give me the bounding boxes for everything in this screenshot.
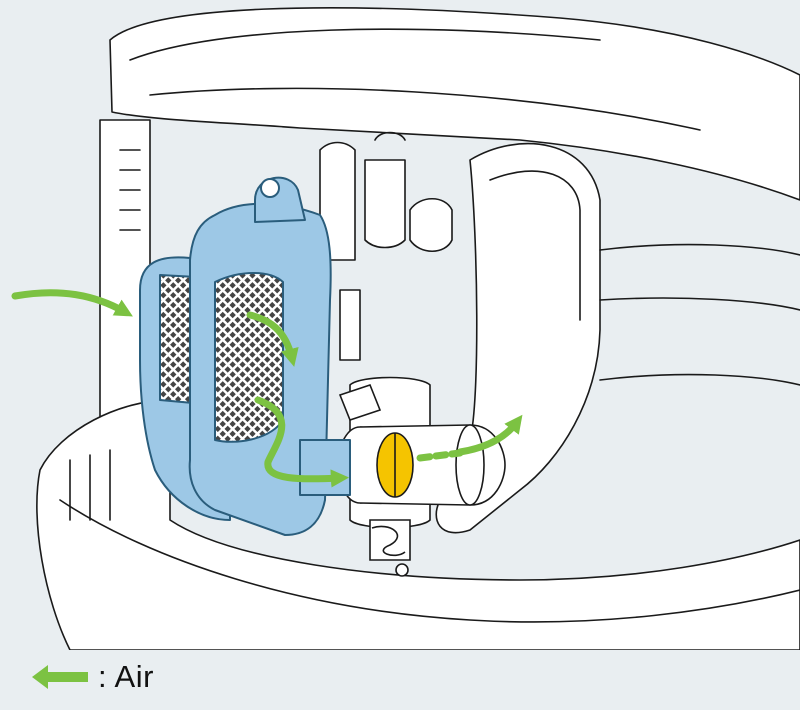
legend-label: : Air: [98, 659, 154, 694]
left-arrow-icon: [32, 665, 88, 689]
intake-silencer: [139, 176, 351, 536]
air-intake-diagram: [11, 7, 800, 650]
air-arrow-to-duct: [254, 396, 350, 488]
throttle-body: [337, 376, 506, 577]
air-flow-arrows: [11, 289, 523, 488]
legend: : Air: [28, 655, 154, 699]
air-arrow-inlet: [11, 289, 133, 317]
top-cover: [109, 7, 800, 201]
air-arrow-outlet: [456, 414, 523, 456]
air-arrow-throttle: [416, 449, 464, 462]
air-arrow-through-filter: [246, 311, 299, 367]
